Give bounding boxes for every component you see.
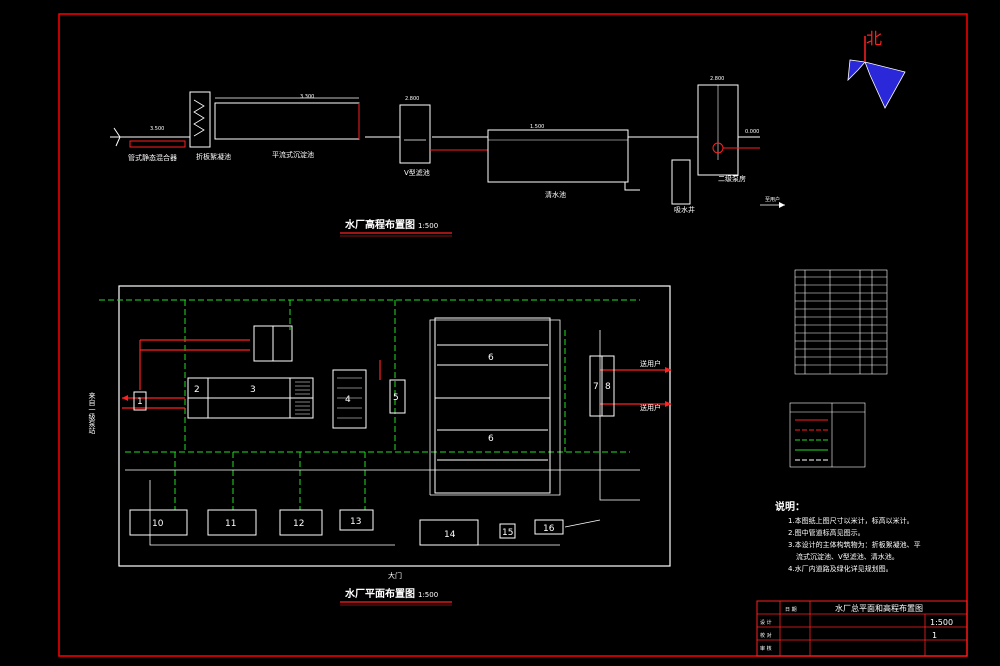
profile-title: 水厂高程布置图: [344, 218, 415, 231]
suction-well-shape: [671, 159, 691, 205]
profile-label-suction-well: 吸水井: [674, 205, 695, 214]
unit-4-box: [332, 369, 367, 429]
title-block-row-2: 校 对: [760, 632, 772, 639]
plan-scale: 1:500: [418, 591, 438, 599]
structure-table: [794, 269, 888, 375]
v-filter-shape: [399, 104, 431, 164]
unit-12-box: [279, 509, 323, 536]
title-block-title: 水厂总平面和高程布置图: [835, 603, 923, 613]
svg-text:3.300: 3.300: [300, 94, 314, 100]
unit-label-16: 16: [543, 524, 555, 534]
site-boundary: [118, 285, 671, 567]
unit-13-box: [339, 509, 374, 531]
unit-label-6a: 6: [488, 353, 494, 363]
unit-6b-box: [434, 397, 551, 494]
svg-text:3.500: 3.500: [150, 126, 164, 132]
unit-label-15: 15: [502, 528, 513, 538]
note-line-1: 1.本图纸上图尺寸以米计，标高以米计。: [788, 516, 914, 525]
svg-text:2.800: 2.800: [710, 76, 724, 82]
unit-label-12: 12: [293, 519, 304, 529]
unit-label-8: 8: [605, 382, 611, 392]
profile-scale: 1:500: [418, 222, 438, 230]
title-block-row-1: 设 计: [760, 619, 772, 626]
svg-text:0.000: 0.000: [745, 129, 759, 135]
inflow-label: 来自一级泵站: [88, 392, 96, 435]
profile-label-mixer: 管式静态混合器: [128, 153, 177, 162]
flocculation-tank-shape: [189, 91, 211, 148]
title-block: 水厂总平面和高程布置图 1:500 1 设 计 校 对 审 核 日 期: [756, 600, 968, 657]
svg-text:1.500: 1.500: [530, 124, 544, 130]
unit-label-1: 1: [137, 397, 143, 407]
mixer-shape: [129, 140, 186, 148]
title-block-row-4: 日 期: [785, 607, 797, 613]
note-line-5: 4.水厂内道路及绿化详见规划图。: [788, 564, 893, 573]
notes-block: 说明： 1.本图纸上图尺寸以米计，标高以米计。 2.图中管道标高见图示。 3.本…: [775, 500, 921, 573]
unit-8-box: [601, 355, 615, 417]
unit-label-13: 13: [350, 517, 361, 527]
note-line-2: 2.图中管道标高见图示。: [788, 528, 865, 537]
unit-10-box: [129, 509, 188, 536]
unit-11-box: [207, 509, 257, 536]
gate-label: 大门: [388, 571, 402, 580]
notes-heading: 说明：: [775, 500, 805, 513]
unit-label-7: 7: [593, 382, 599, 392]
profile-label-vfilter: V型滤池: [404, 168, 430, 177]
title-block-scale: 1:500: [930, 618, 953, 627]
north-arrow: 北: [847, 29, 906, 109]
unit-label-10: 10: [152, 519, 164, 529]
note-line-4: 流式沉淀池、V型滤池、清水池。: [796, 552, 899, 561]
unit-label-2: 2: [194, 385, 200, 395]
note-line-3: 3.本设计的主体构筑物为：折板絮凝池、平: [788, 540, 921, 549]
clear-water-tank-shape: [487, 129, 629, 183]
title-block-sheet: 1: [932, 631, 937, 640]
outflow-label-1: 送用户: [640, 359, 661, 368]
elevation-profile: 3.500 3.300 2.800 1.500 2.800 0.000 管式静态…: [110, 76, 785, 237]
profile-label-clearwater: 清水池: [545, 190, 566, 199]
profile-note: 至用户: [765, 196, 780, 203]
unit-label-5: 5: [393, 393, 399, 403]
unit-1-box: [133, 391, 147, 411]
unit-label-4: 4: [345, 395, 351, 405]
unit-label-6b: 6: [488, 434, 494, 444]
svg-text:2.800: 2.800: [405, 96, 419, 102]
north-label: 北: [866, 29, 882, 48]
outflow-label-2: 送用户: [640, 403, 661, 412]
sheet-border: [58, 13, 968, 657]
profile-label-pump-house: 二级泵房: [718, 174, 746, 183]
unit-16-box: [534, 519, 564, 535]
unit-15-box: [499, 523, 516, 539]
unit-label-11: 11: [225, 519, 236, 529]
unit-label-3: 3: [250, 385, 256, 395]
profile-label-sedimentation: 平流式沉淀池: [272, 150, 314, 159]
unit-5-box: [389, 379, 406, 414]
profile-label-flocculation: 折板絮凝池: [196, 152, 231, 161]
plan-title: 水厂平面布置图: [344, 587, 415, 600]
title-block-row-3: 审 核: [760, 645, 772, 652]
legend-table: [789, 402, 866, 468]
site-plan: 1 2 3 4 5 6 6 7 8 10 11 12 13 14 15 16 来…: [88, 285, 672, 606]
unit-14-box: [419, 519, 479, 546]
unit-label-14: 14: [444, 530, 456, 540]
